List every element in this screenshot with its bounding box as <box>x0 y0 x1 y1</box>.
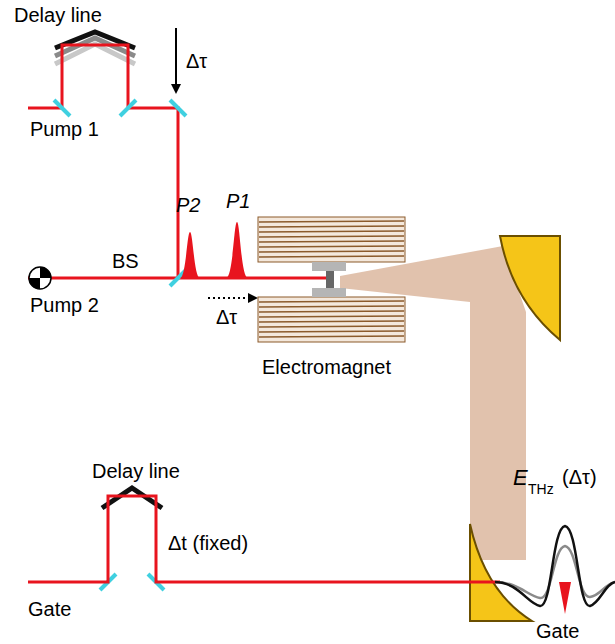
component-label: Delay line <box>14 4 102 26</box>
beam-label: Pump 1 <box>30 118 99 140</box>
beam-label: Gate <box>28 598 71 620</box>
field-subscript: THz <box>528 482 554 497</box>
field-symbol: E <box>513 466 528 490</box>
component-label: BS <box>112 250 139 272</box>
field-argument: (Δτ) <box>562 466 597 488</box>
delay-label: Δτ <box>216 306 237 328</box>
component-label: Electromagnet <box>262 356 391 378</box>
delay-label: Δτ <box>186 50 207 72</box>
delay-label: Δt (fixed) <box>168 532 248 554</box>
pulse-label: P1 <box>226 190 250 212</box>
beam-label: Pump 2 <box>30 294 99 316</box>
pulse-label: P2 <box>176 194 200 216</box>
component-label: Delay line <box>92 460 180 482</box>
gate-label: Gate <box>536 620 579 642</box>
